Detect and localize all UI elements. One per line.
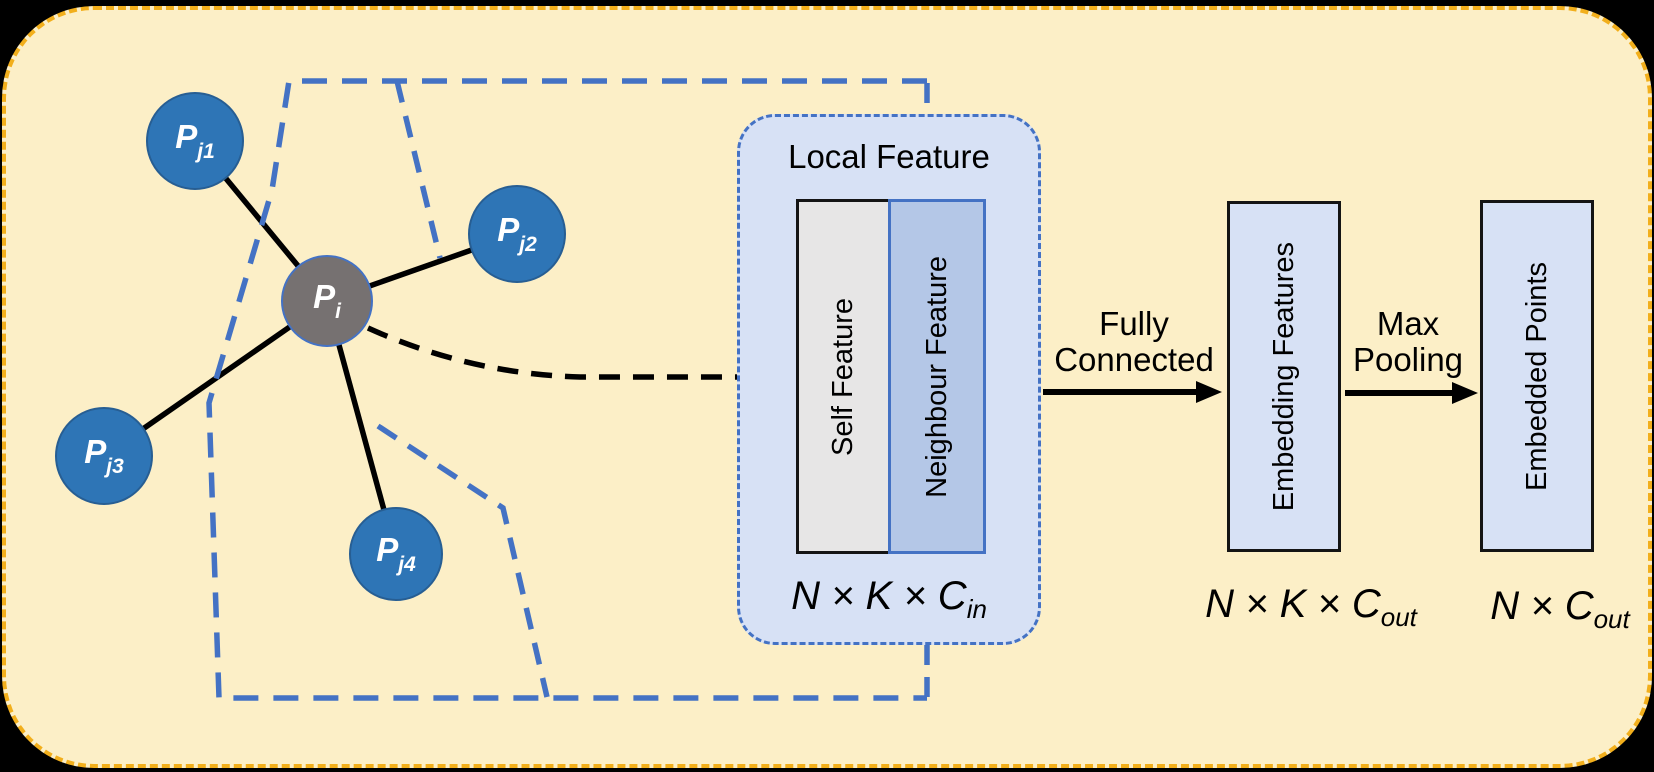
node-pj4: Pj4 [349,507,443,601]
region-inner-slant-bottom-dashed-line [376,423,550,698]
local-feature-title: Local Feature [788,138,990,175]
fully-connected-line1: Fully [1099,305,1169,342]
self-feature-label: Self Feature [827,297,859,456]
max-pooling-caption: Max Pooling [1308,306,1508,378]
fully-connected-caption: Fully Connected [1034,306,1234,378]
node-pj3-label: Pj3 [84,433,124,478]
node-pj2: Pj2 [468,185,566,283]
node-pj2-label: Pj2 [497,211,537,256]
fully-connected-arrowhead-icon [1196,381,1222,403]
node-pi: Pi [281,255,373,347]
neighbour-feature-column: Neighbour Feature [888,199,986,554]
local-feature-dimension-label: N × K × Cin [791,574,987,624]
pi-to-local-feature-dashed-arrow [366,325,770,380]
embedding-features-label: Embedding Features [1267,241,1300,512]
fully-connected-line2: Connected [1054,341,1214,378]
embedding-features-box: Embedding Features [1227,201,1341,552]
region-boundary-dashed-line [206,78,927,701]
node-pj3: Pj3 [55,407,153,505]
node-pj1-label: Pj1 [175,118,215,163]
embedded-points-box: Embedded Points [1480,200,1594,552]
node-pj1: Pj1 [146,92,244,190]
node-pj4-label: Pj4 [376,531,416,576]
neighbour-feature-label: Neighbour Feature [920,255,953,498]
neighbourhood-region-outline [206,78,927,701]
graph-edges [102,139,518,555]
embedded-points-label: Embedded Points [1520,261,1553,491]
max-pooling-arrowhead-icon [1452,382,1478,404]
self-feature-column: Self Feature [796,199,891,554]
embedding-dimension-label: N × K × Cout [1205,582,1417,632]
embedded-dimension-label: N × Cout [1490,584,1630,634]
max-pooling-line1: Max [1376,305,1440,342]
node-pi-label: Pi [313,278,341,323]
region-inner-slant-top-dashed-line [394,80,443,259]
max-pooling-line2: Pooling [1352,341,1464,378]
